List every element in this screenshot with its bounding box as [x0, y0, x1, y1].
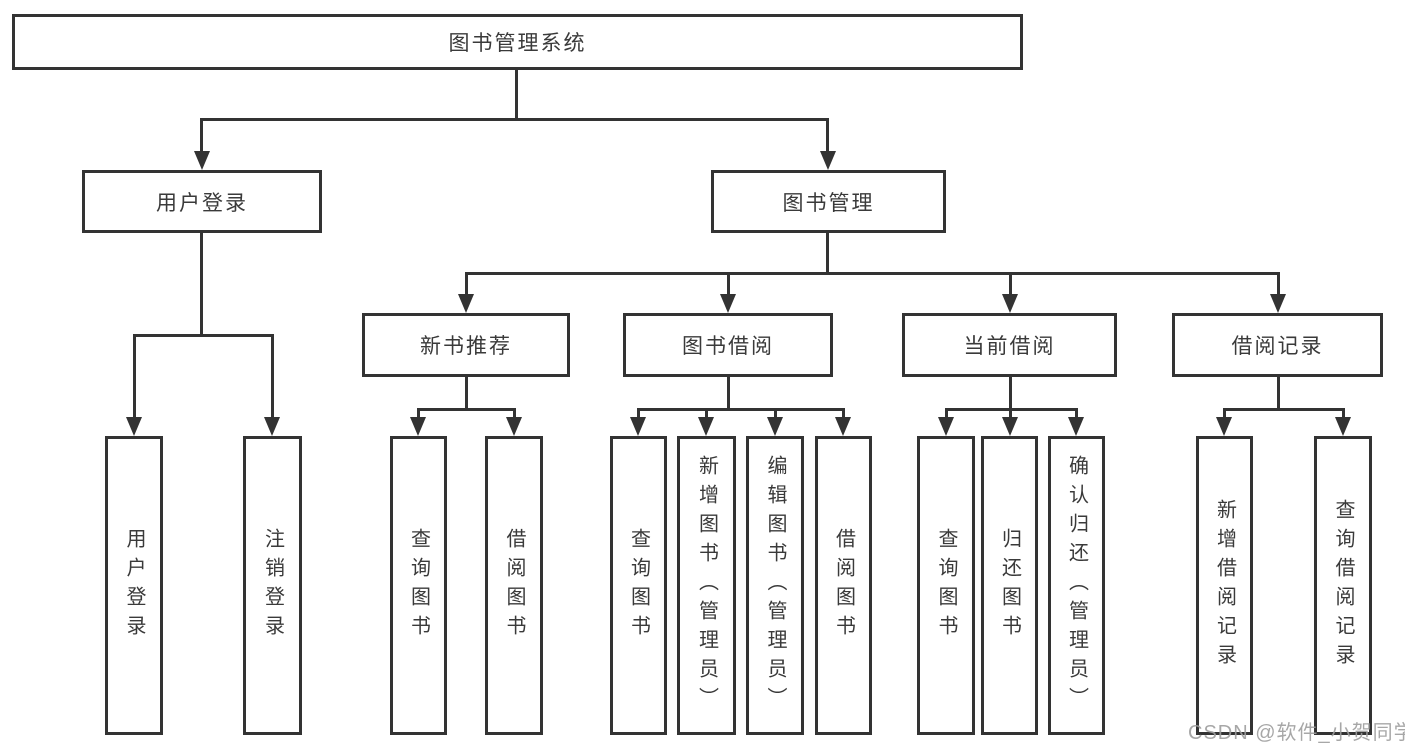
connector-line: [637, 408, 845, 411]
node-label: 新书推荐: [420, 335, 512, 358]
node-book-management: 图书管理: [711, 170, 946, 233]
connector-line: [1342, 408, 1345, 421]
node-label: 借阅记录: [1231, 335, 1324, 358]
leaf-add-books-admin: 新增图书（管理员）: [677, 436, 736, 735]
leaf-label: 新增图书（管理员）: [695, 455, 718, 716]
connector-line: [774, 408, 777, 421]
connector-line: [826, 231, 829, 274]
leaf-confirm-return-admin: 确认归还（管理员）: [1048, 436, 1105, 735]
connector-line: [727, 272, 730, 297]
leaf-label: 确认归还（管理员）: [1065, 455, 1088, 716]
leaf-query-borrow-record: 查询借阅记录: [1314, 436, 1372, 735]
leaf-label: 注销登录: [261, 527, 284, 644]
connector-line: [515, 67, 518, 120]
arrow-down-icon: [1216, 417, 1232, 436]
leaf-label: 用户登录: [123, 527, 145, 644]
leaf-return-books: 归还图书: [981, 436, 1038, 735]
arrow-down-icon: [835, 417, 851, 436]
connector-line: [1277, 272, 1280, 297]
leaf-label: 查询借阅记录: [1332, 498, 1354, 673]
node-borrowing-records: 借阅记录: [1172, 313, 1383, 377]
connector-line: [200, 231, 203, 336]
connector-line: [842, 408, 845, 421]
leaf-logout: 注销登录: [243, 436, 302, 735]
connector-line: [1009, 408, 1012, 421]
node-label: 用户登录: [156, 191, 248, 215]
connector-line: [727, 375, 730, 410]
connector-line: [417, 408, 516, 411]
leaf-query-books-borrow: 查询图书: [610, 436, 667, 735]
node-library-management-system: 图书管理系统: [12, 14, 1023, 70]
arrow-down-icon: [720, 294, 736, 313]
connector-line: [1277, 375, 1280, 410]
leaf-query-books-recommend: 查询图书: [390, 436, 447, 735]
connector-line: [1223, 408, 1345, 411]
arrow-down-icon: [767, 417, 783, 436]
leaf-label: 查询图书: [407, 527, 430, 644]
connector-line: [945, 408, 948, 421]
arrow-down-icon: [1002, 294, 1018, 313]
node-current-borrowing: 当前借阅: [902, 313, 1117, 377]
connector-line: [1009, 375, 1012, 410]
arrow-down-icon: [1002, 417, 1018, 436]
connector-line: [133, 334, 136, 419]
leaf-borrow-books-recommend: 借阅图书: [485, 436, 543, 735]
connector-line: [133, 334, 274, 337]
connector-line: [513, 408, 516, 421]
arrow-down-icon: [820, 151, 836, 170]
node-book-borrowing: 图书借阅: [623, 313, 833, 377]
connector-line: [465, 375, 468, 410]
arrow-down-icon: [630, 417, 646, 436]
node-user-login: 用户登录: [82, 170, 322, 233]
leaf-label: 归还图书: [998, 527, 1021, 644]
leaf-borrow-books-borrow: 借阅图书: [815, 436, 872, 735]
node-label: 当前借阅: [963, 335, 1056, 358]
leaf-query-books-current: 查询图书: [917, 436, 975, 735]
connector-line: [1009, 272, 1012, 297]
connector-line: [417, 408, 420, 421]
leaf-add-borrow-record: 新增借阅记录: [1196, 436, 1253, 735]
arrow-down-icon: [698, 417, 714, 436]
leaf-label: 借阅图书: [503, 527, 525, 644]
arrow-down-icon: [410, 417, 426, 436]
leaf-user-login: 用户登录: [105, 436, 163, 735]
connector-line: [200, 118, 829, 121]
arrow-down-icon: [264, 417, 280, 436]
connector-line: [465, 272, 468, 297]
connector-line: [200, 118, 203, 154]
connector-line: [465, 272, 1280, 275]
arrow-down-icon: [458, 294, 474, 313]
watermark: CSDN @软件_小贺同学: [1188, 722, 1405, 744]
leaf-label: 查询图书: [935, 527, 957, 644]
connector-line: [1075, 408, 1078, 421]
connector-line: [637, 408, 640, 421]
connector-line: [1223, 408, 1226, 421]
leaf-label: 编辑图书（管理员）: [764, 455, 786, 716]
leaf-label: 借阅图书: [832, 527, 855, 644]
node-label: 图书管理: [782, 191, 875, 215]
connector-line: [705, 408, 708, 421]
arrow-down-icon: [194, 151, 210, 170]
arrow-down-icon: [506, 417, 522, 436]
arrow-down-icon: [938, 417, 954, 436]
arrow-down-icon: [1068, 417, 1084, 436]
leaf-edit-books-admin: 编辑图书（管理员）: [746, 436, 804, 735]
node-label: 图书借阅: [682, 335, 774, 358]
connector-line: [271, 334, 274, 419]
leaf-label: 查询图书: [627, 527, 650, 644]
arrow-down-icon: [1270, 294, 1286, 313]
node-label: 图书管理系统: [448, 32, 587, 55]
leaf-label: 新增借阅记录: [1213, 498, 1236, 673]
arrow-down-icon: [126, 417, 142, 436]
connector-line: [826, 118, 829, 154]
node-new-book-recommendation: 新书推荐: [362, 313, 570, 377]
arrow-down-icon: [1335, 417, 1351, 436]
